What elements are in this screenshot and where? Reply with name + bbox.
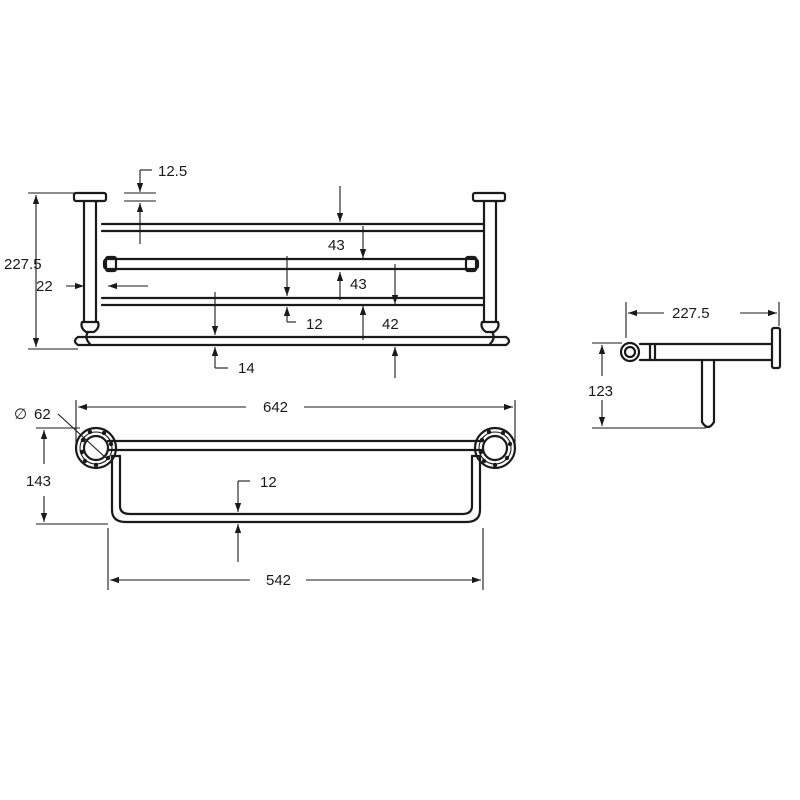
left-post bbox=[80, 199, 100, 346]
front-view: 227.5 12.5 22 43 43 12 42 14 bbox=[4, 163, 511, 378]
bottom-offset-label: 14 bbox=[238, 360, 255, 377]
side-view: 227.5 123 bbox=[588, 302, 782, 429]
side-offset-label: 22 bbox=[36, 278, 53, 295]
loop-gap-label: 12 bbox=[260, 474, 277, 491]
inner-width-label: 542 bbox=[266, 572, 291, 589]
left-flange bbox=[74, 426, 118, 470]
rail-gap-label: 12 bbox=[306, 316, 323, 333]
diameter-symbol: ∅ bbox=[14, 406, 27, 423]
top-offset-label: 12.5 bbox=[158, 163, 187, 180]
flange-diameter-label: 62 bbox=[34, 406, 51, 423]
overall-height-label: 227.5 bbox=[4, 256, 42, 273]
spacing-c-label: 42 bbox=[382, 316, 399, 333]
spacing-a-label: 43 bbox=[328, 237, 345, 254]
wall-plate bbox=[770, 326, 782, 370]
middle-bar bbox=[102, 257, 480, 271]
depth-label: 143 bbox=[26, 473, 51, 490]
side-loop bbox=[700, 358, 716, 429]
overall-width-label: 642 bbox=[263, 399, 288, 416]
left-wall-cap bbox=[72, 191, 108, 203]
right-post bbox=[480, 199, 500, 346]
towel-loop bbox=[110, 454, 482, 524]
spacing-b-label: 43 bbox=[350, 276, 367, 293]
projection-label: 227.5 bbox=[672, 305, 710, 322]
top-view: ∅ 62 642 143 12 542 bbox=[14, 399, 517, 590]
right-flange bbox=[473, 426, 517, 470]
right-wall-cap bbox=[471, 191, 507, 203]
side-height-label: 123 bbox=[588, 383, 613, 400]
